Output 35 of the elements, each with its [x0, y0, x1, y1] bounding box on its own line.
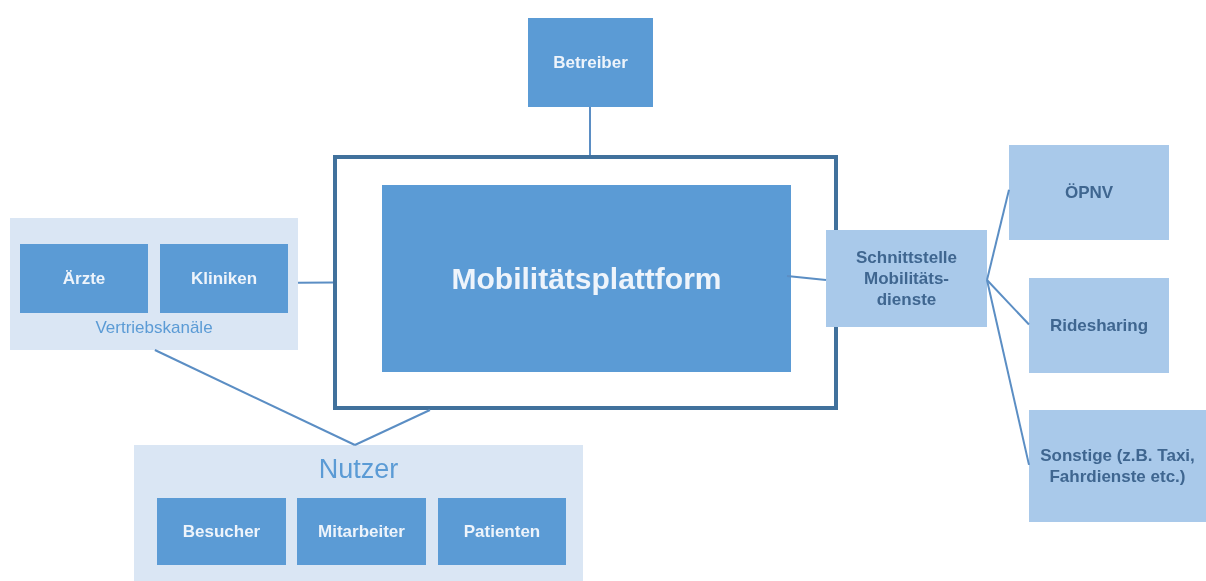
process-box: [20, 244, 148, 313]
process-box: [438, 498, 566, 565]
interface-box: [826, 230, 987, 327]
node-label: Besucher: [182, 520, 261, 543]
process-box: [382, 185, 791, 372]
node-label: Kliniken: [190, 267, 258, 290]
process-box: [157, 498, 286, 565]
connector-line: [353, 409, 431, 446]
service-box: [1029, 278, 1169, 373]
connector-line: [153, 349, 356, 446]
service-box: [1029, 410, 1206, 522]
node-label: Mitarbeiter: [318, 520, 405, 543]
node-label: Patienten: [463, 520, 541, 543]
node-label: Sonstige (z.B. Taxi, Fahrdienste etc.): [1039, 444, 1196, 488]
frame-box: [333, 155, 838, 410]
connector-line: [589, 106, 592, 156]
connector-line: [986, 278, 1030, 326]
process-box: [528, 18, 653, 107]
group-label: Nutzer: [317, 453, 400, 486]
group-label: Vertriebskanäle: [94, 317, 214, 339]
group-panel: [134, 445, 583, 581]
process-box: [297, 498, 426, 565]
node-label: Schnittstelle Mobilitäts- dienste: [854, 246, 959, 311]
connector-line: [986, 188, 1010, 281]
group-panel: [10, 218, 298, 350]
node-label: Mobilitätsplattform: [451, 260, 722, 297]
node-label: Ärzte: [62, 267, 106, 290]
service-box: [1009, 145, 1169, 240]
node-label: ÖPNV: [1064, 181, 1114, 204]
node-label: Betreiber: [553, 51, 628, 74]
node-label: Ridesharing: [1049, 314, 1149, 337]
process-box: [160, 244, 288, 313]
connector-line: [786, 275, 827, 281]
connector-line: [297, 281, 334, 284]
connector-line: [986, 278, 1030, 466]
